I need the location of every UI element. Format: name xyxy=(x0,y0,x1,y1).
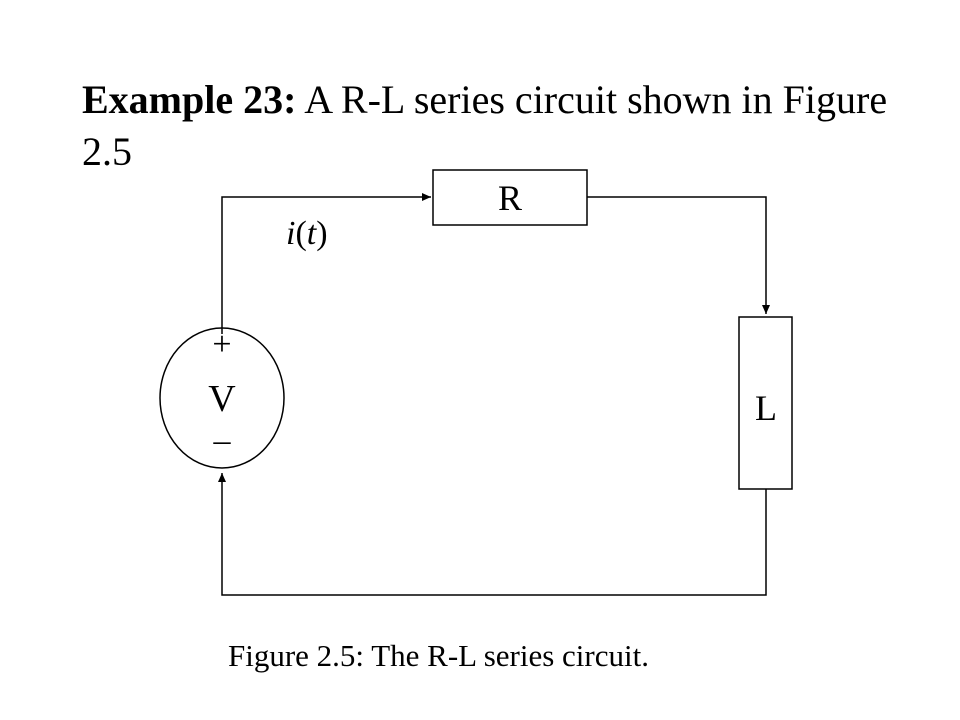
current-argument: t xyxy=(307,215,318,252)
example-description: A R-L series circuit shown in Figure 2.5 xyxy=(82,77,888,174)
example-title: Example 23: A R-L series circuit shown i… xyxy=(82,74,902,178)
current-symbol: i xyxy=(286,215,295,252)
inductor-label: L xyxy=(755,388,777,428)
source-minus-sign: – xyxy=(213,422,232,459)
current-open-paren: ( xyxy=(295,215,306,252)
figure-caption: Figure 2.5: The R-L series circuit. xyxy=(228,638,649,673)
wire-resistor-to-inductor xyxy=(587,196,770,314)
resistor-label: R xyxy=(498,178,522,218)
current-close-paren: ) xyxy=(316,215,327,252)
voltage-source-circle xyxy=(159,327,285,469)
current-label: i(t) xyxy=(286,215,328,252)
source-label: V xyxy=(208,378,236,420)
wire-source-to-resistor xyxy=(221,193,431,334)
example-number: Example 23: xyxy=(82,77,297,122)
source-plus-sign: + xyxy=(212,326,231,363)
wire-inductor-to-source xyxy=(218,473,767,596)
